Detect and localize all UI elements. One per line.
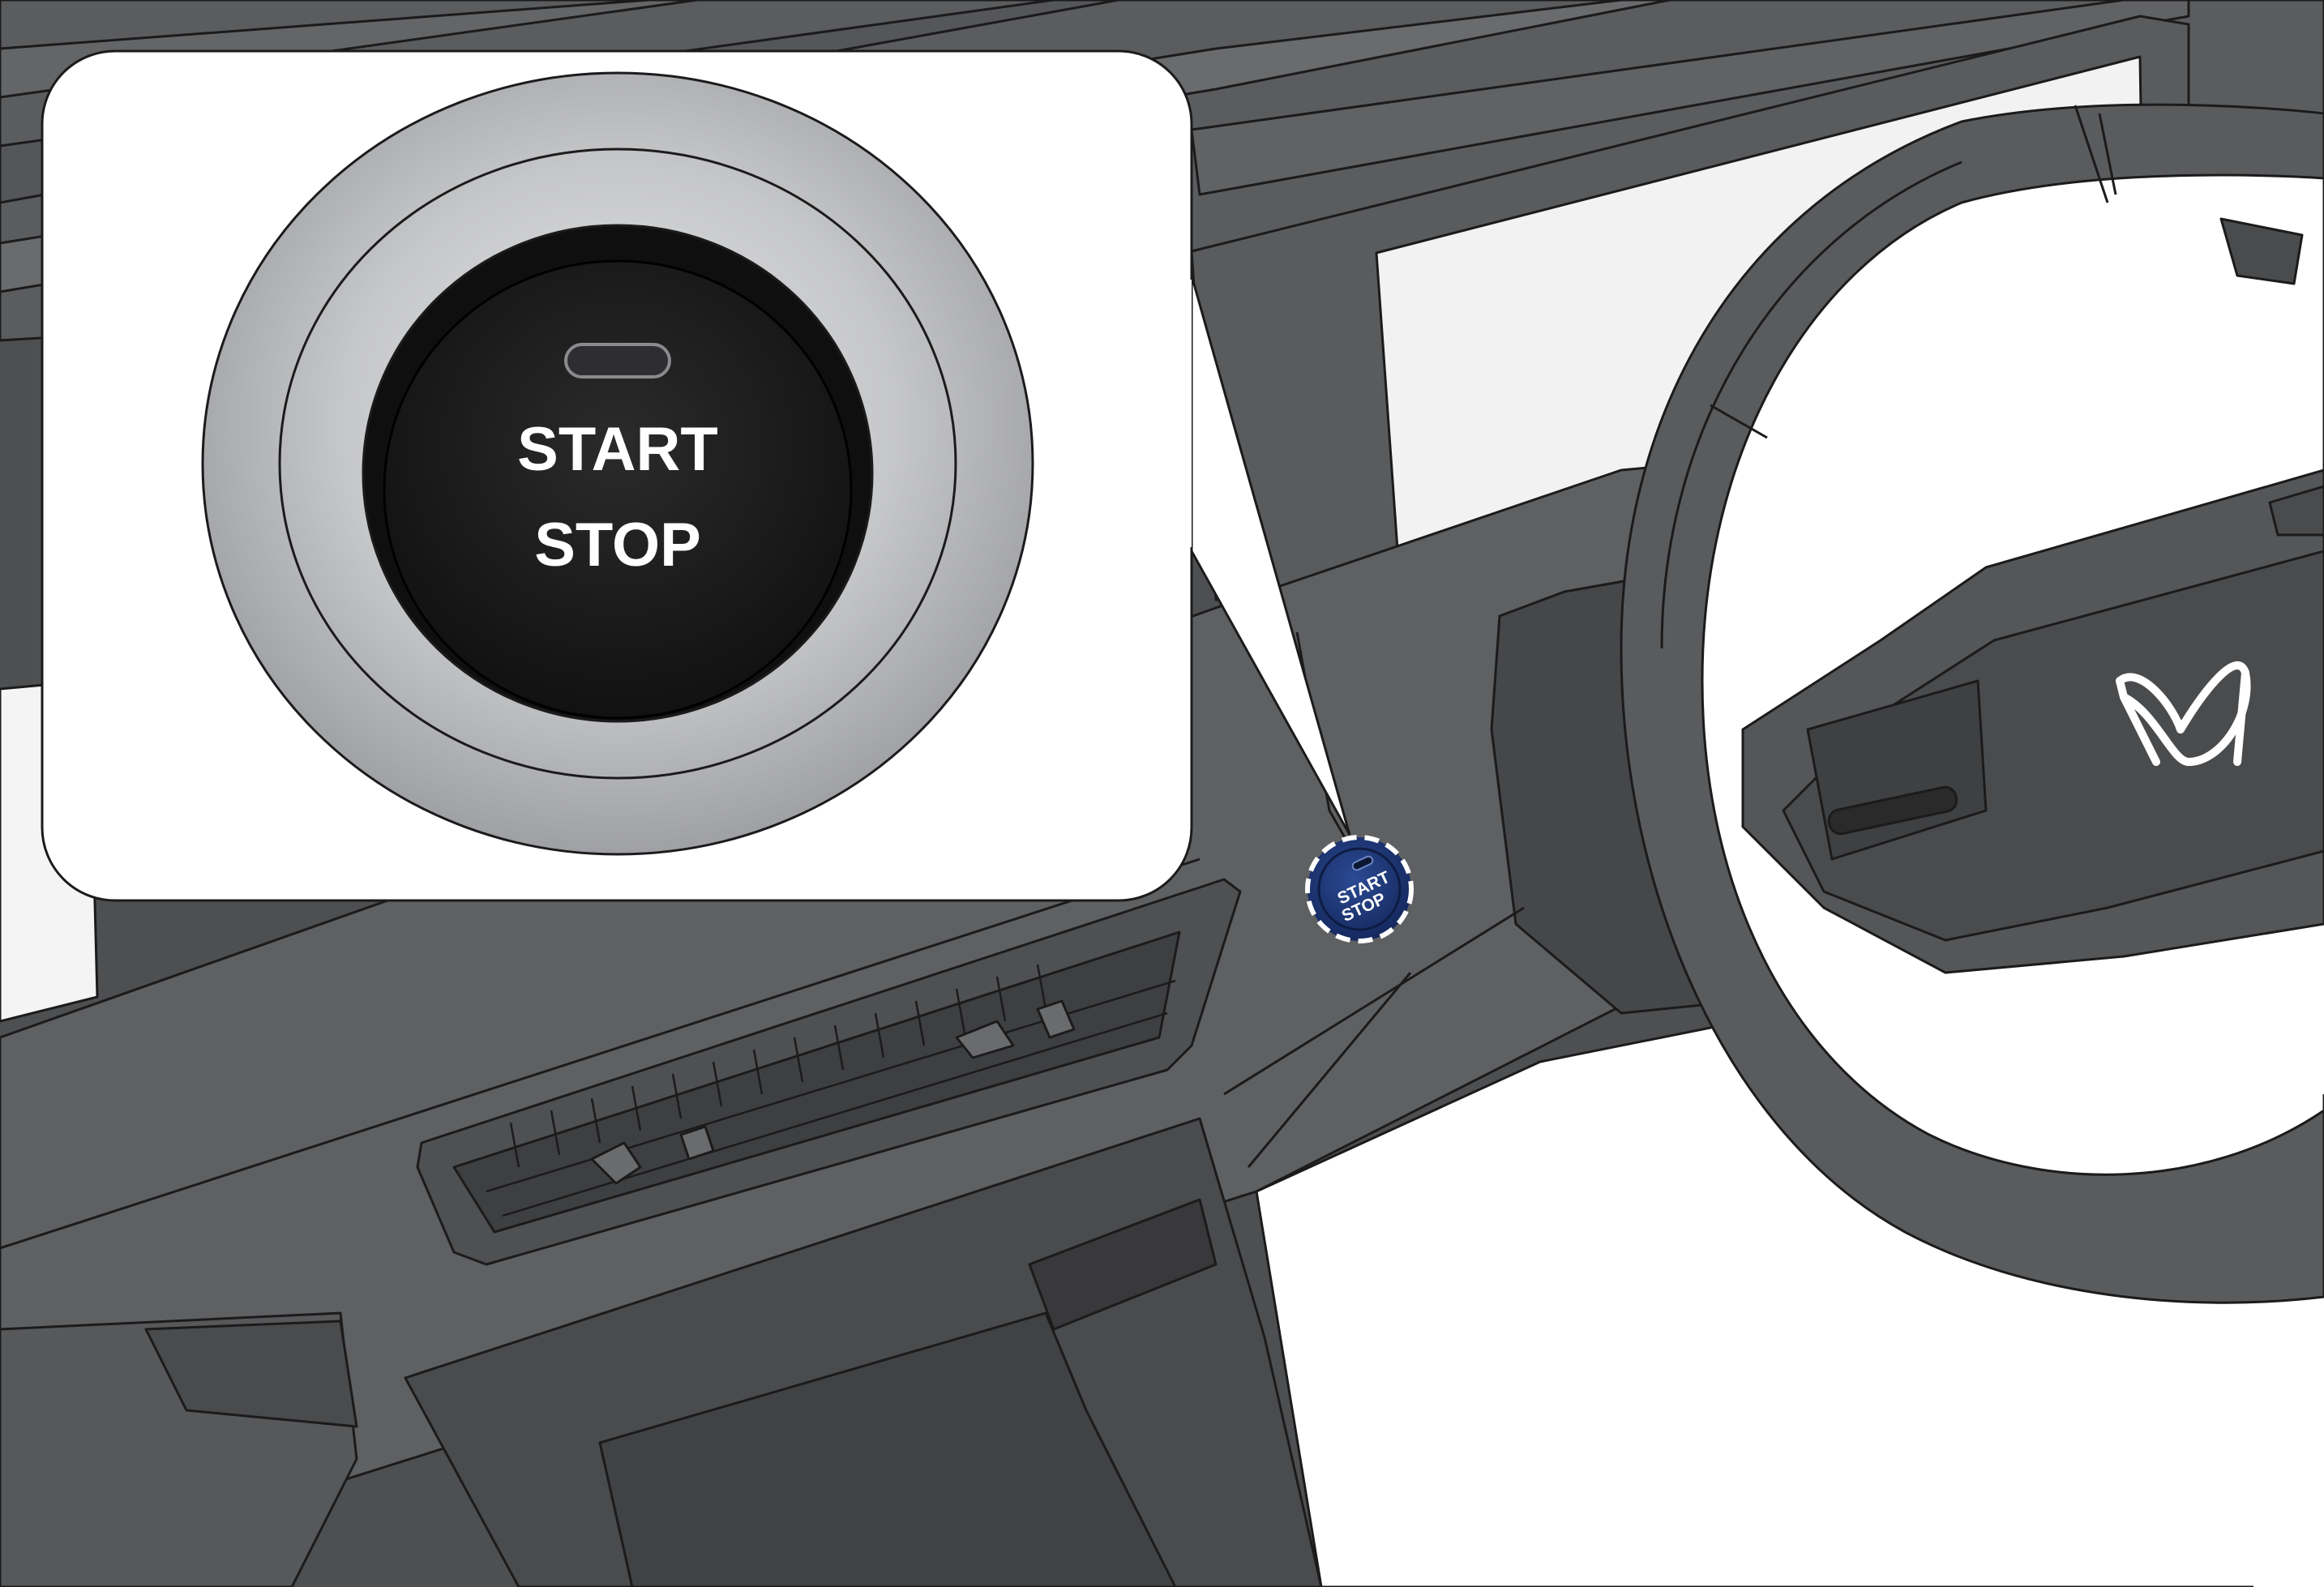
zoomed-start-stop-button[interactable]: START STOP	[362, 224, 874, 723]
indicator-slot-icon	[564, 343, 671, 379]
zoom-callout: START STOP	[41, 49, 1351, 902]
zoomed-button-label-line1: START	[517, 415, 718, 484]
steering-wheel	[1620, 103, 2324, 1304]
start-stop-button-icon[interactable]: START STOP	[1305, 835, 1414, 943]
zoomed-button-label-line2: STOP	[534, 511, 701, 580]
indicator-slot-icon	[1351, 855, 1374, 871]
